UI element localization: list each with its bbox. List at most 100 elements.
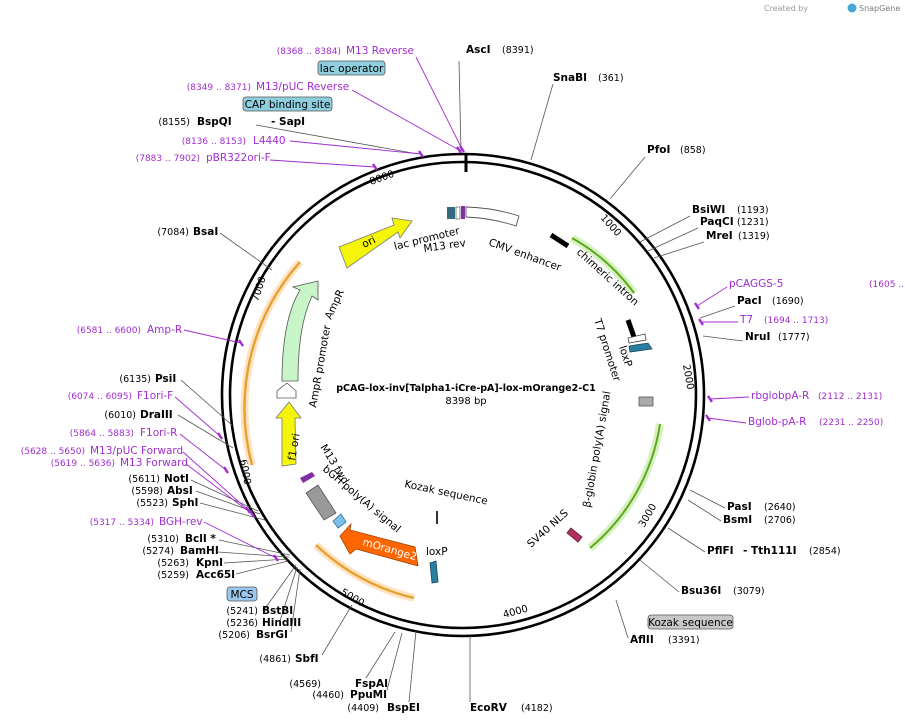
enzyme-aflii[interactable]: AflII(3391) bbox=[630, 634, 700, 646]
enzyme-snabI[interactable]: SnaBI(361) bbox=[553, 72, 624, 84]
intron-end-marker bbox=[625, 319, 637, 338]
enzyme-sphi[interactable]: SphI(5523) bbox=[136, 497, 198, 509]
ori-arrow[interactable] bbox=[338, 217, 413, 269]
boxed-labels: lac operator CAP binding site MCS Kozak … bbox=[226, 60, 734, 630]
primer-range: (6581 .. 6600) bbox=[77, 326, 141, 336]
m13-fwd-shape[interactable] bbox=[300, 472, 315, 483]
intron-marker bbox=[549, 232, 570, 249]
loxp-label-2: loxP bbox=[426, 546, 448, 558]
enzyme-name: AflII bbox=[630, 634, 654, 646]
loxp-shape-1[interactable] bbox=[628, 342, 653, 353]
enzyme-paqci[interactable]: PaqCI(1231) bbox=[700, 216, 769, 228]
enzyme-name: PacI bbox=[737, 295, 762, 307]
primer-pcaggs5[interactable]: pCAGGS-5(1605 .. 1627) bbox=[694, 278, 905, 310]
enzyme-name: BstBI bbox=[262, 605, 293, 617]
enzyme-bspqi[interactable]: BspQI(8155) bbox=[158, 116, 231, 128]
enzyme-mreI[interactable]: MreI(1319) bbox=[706, 230, 770, 242]
enzyme-bsai[interactable]: BsaI(7084) bbox=[157, 226, 218, 238]
enzyme-draiii[interactable]: DraIII (6010) bbox=[104, 409, 172, 421]
enzyme-name: FspAI bbox=[355, 678, 388, 690]
primer-name: F1ori-F bbox=[137, 390, 173, 402]
enzyme-sbfi[interactable]: SbfI(4861) bbox=[259, 653, 318, 665]
enzyme-ascI[interactable]: AscI(8391) bbox=[466, 44, 534, 56]
enzyme-name: PasI bbox=[727, 501, 752, 513]
enzyme-name: SnaBI bbox=[553, 72, 587, 84]
enzyme-pasI[interactable]: PasI(2640) bbox=[727, 501, 796, 513]
primer-bglobpa[interactable]: Bglob-pA-R(2231 .. 2250) bbox=[705, 414, 883, 428]
enzyme-psii[interactable]: PsiI(6135) bbox=[119, 373, 176, 385]
primer-m13rev[interactable]: M13 Reverse(8368 .. 8384) bbox=[277, 45, 465, 153]
enzyme-fspai[interactable]: FspAI(4569) bbox=[289, 678, 388, 690]
enzyme-name: PpuMI bbox=[350, 689, 387, 701]
enzyme-position: (4182) bbox=[521, 703, 553, 714]
enzyme-pacI[interactable]: PacI(1690) bbox=[737, 295, 804, 307]
ampr-promoter-arrow[interactable] bbox=[276, 382, 297, 399]
enzyme-position: (6010) bbox=[104, 410, 136, 421]
primer-l4440[interactable]: L4440(8136 .. 8153) bbox=[182, 135, 424, 158]
enzyme-noti[interactable]: NotI(5611) bbox=[128, 473, 189, 485]
enzyme-bcli[interactable]: BclI *(5310) bbox=[147, 533, 216, 545]
enzyme-bsiwI[interactable]: BsiWI(1193) bbox=[692, 204, 769, 216]
t7-promoter-shape[interactable] bbox=[627, 333, 647, 344]
loxp-shape-2[interactable] bbox=[429, 560, 439, 584]
enzyme-acc65i[interactable]: Acc65I (5259) bbox=[157, 569, 235, 581]
enzyme-bsrgi[interactable]: BsrGI(5206) bbox=[218, 629, 288, 641]
enzyme-tth111i[interactable]: - Tth111I(2854) bbox=[743, 545, 841, 557]
label-leaders bbox=[177, 60, 744, 703]
enzyme-ppumi[interactable]: PpuMI(4460) bbox=[312, 689, 387, 701]
primer-rbglobpa[interactable]: rbglobpA-R(2112 .. 2131) bbox=[707, 390, 882, 403]
primer-t7[interactable]: T7(1694 .. 1713) bbox=[698, 314, 828, 326]
primer-range: (2112 .. 2131) bbox=[818, 392, 882, 402]
enzyme-name: - SapI bbox=[271, 116, 305, 128]
enzyme-bstbi[interactable]: BstBI(5241) bbox=[226, 605, 293, 617]
enzyme-nruI[interactable]: NruI(1777) bbox=[745, 331, 810, 343]
feature-labels: CMV enhancer lac promoter M13 rev ori Am… bbox=[286, 225, 641, 563]
f1-ori-arrow[interactable] bbox=[275, 401, 302, 467]
enzyme-name: Acc65I bbox=[196, 569, 235, 581]
enzyme-bsmI[interactable]: BsmI(2706) bbox=[723, 514, 796, 526]
primer-ampr_p[interactable]: Amp-R(6581 .. 6600) bbox=[77, 324, 244, 347]
lac-promoter-shape[interactable] bbox=[447, 207, 455, 219]
enzyme-pflfi[interactable]: PflFI bbox=[707, 545, 734, 557]
enzyme-position: (5259) bbox=[157, 570, 189, 581]
morange2-arrow[interactable] bbox=[339, 522, 419, 567]
enzyme-hindiii[interactable]: HindIII(5236) bbox=[226, 617, 301, 629]
enzyme-name: MreI bbox=[706, 230, 733, 242]
kozak-box: Kozak sequence bbox=[648, 617, 733, 629]
primer-bghrev[interactable]: BGH-rev(5317 .. 5334) bbox=[90, 516, 279, 562]
primer-f1orir[interactable]: F1ori-R(5864 .. 5883) bbox=[70, 427, 229, 474]
primer-m13fwd[interactable]: M13 Forward(5619 .. 5636) bbox=[51, 457, 255, 518]
enzyme-sapi[interactable]: - SapI bbox=[271, 116, 305, 128]
svg-text:SnapGene: SnapGene bbox=[859, 4, 900, 13]
primer-name: pBR322ori-F bbox=[206, 152, 271, 164]
enzyme-name: KpnI bbox=[196, 557, 223, 569]
enzyme-position: (8155) bbox=[158, 117, 190, 128]
plasmid-length: 8398 bp bbox=[445, 396, 486, 407]
enzyme-absi[interactable]: AbsI(5598) bbox=[131, 485, 192, 497]
ampr-arrow[interactable] bbox=[281, 280, 319, 382]
m13-rev-label: M13 rev bbox=[423, 237, 467, 255]
primer-m13puc_rev[interactable]: M13/pUC Reverse(8349 .. 8371) bbox=[187, 81, 462, 154]
cmv-enhancer-arrow[interactable] bbox=[465, 206, 520, 227]
enzyme-bamhi[interactable]: BamHI(5274) bbox=[142, 545, 218, 557]
primer-f1orif[interactable]: F1ori-F(6074 .. 6095) bbox=[68, 390, 223, 440]
tick-label-5000: 5000 bbox=[339, 587, 367, 609]
enzyme-bspei[interactable]: BspEI(4409) bbox=[347, 702, 419, 714]
features bbox=[240, 206, 664, 602]
primer-pbr322[interactable]: pBR322ori-F(7883 .. 7902) bbox=[136, 152, 378, 171]
ampr-label: AmpR bbox=[323, 288, 347, 322]
enzyme-position: (2854) bbox=[809, 546, 841, 557]
primer-name: L4440 bbox=[253, 135, 286, 147]
primer-range: (2231 .. 2250) bbox=[819, 418, 883, 428]
m13-rev-shape[interactable] bbox=[461, 206, 465, 219]
cap-binding-site-box: CAP binding site bbox=[245, 99, 331, 111]
enzyme-bsu36i[interactable]: Bsu36I(3079) bbox=[681, 585, 765, 597]
sv40-nls-shape[interactable] bbox=[566, 527, 583, 543]
enzyme-name: AbsI bbox=[167, 485, 193, 497]
f1-ori-label: f1 ori bbox=[286, 432, 303, 461]
enzyme-name: DraIII bbox=[140, 409, 173, 421]
enzyme-ecorv[interactable]: EcoRV(4182) bbox=[470, 702, 553, 714]
enzyme-pfoI[interactable]: PfoI(858) bbox=[647, 144, 706, 156]
enzyme-kpni[interactable]: KpnI(5263) bbox=[157, 557, 223, 569]
